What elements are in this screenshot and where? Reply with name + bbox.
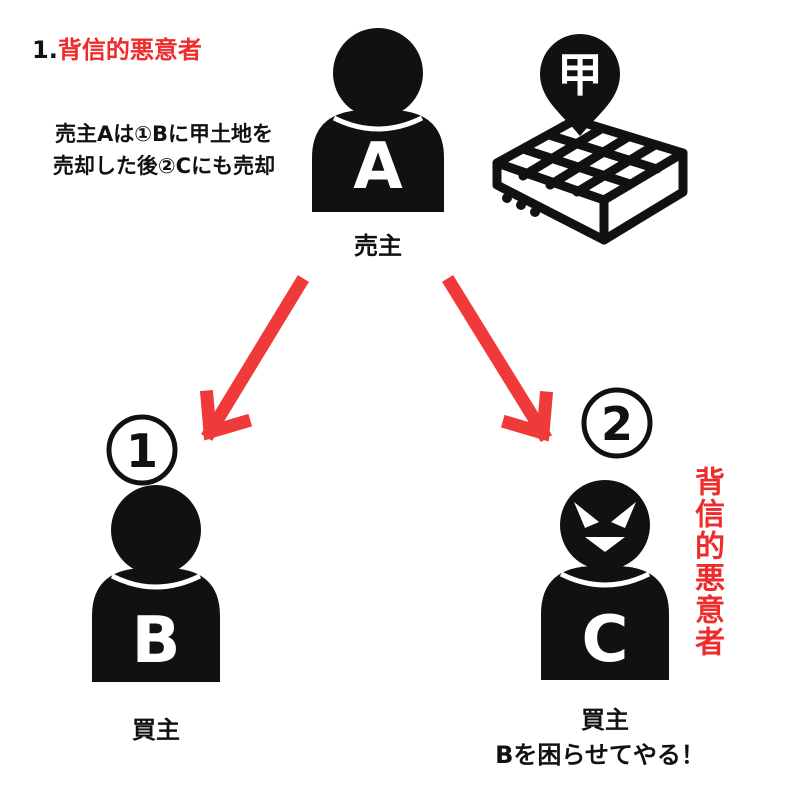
- title-text: 背信的悪意者: [57, 36, 202, 64]
- malicious-tag: 背信的悪意者: [689, 466, 724, 658]
- buyer-b-role-label: 買主: [132, 716, 180, 744]
- buyer-c-quote: Bを困らせてやる！: [495, 741, 705, 769]
- person-icon-buyer-c: C: [541, 480, 669, 680]
- description-line-2: 売却した後②Cにも売却: [52, 154, 276, 178]
- land-dots: [502, 193, 540, 217]
- buyer-b-letter: B: [132, 604, 181, 678]
- map-pin-icon: 甲: [540, 34, 620, 136]
- svg-text:2: 2: [601, 397, 633, 451]
- description-line-1: 売主Aは①Bに甲土地を: [54, 122, 274, 146]
- arrow-icon-to-b: [199, 275, 309, 441]
- page-title: 1.背信的悪意者: [32, 30, 202, 65]
- seller-letter: A: [353, 130, 403, 204]
- title-number: 1.: [32, 36, 58, 64]
- buyer-c-letter: C: [582, 603, 629, 677]
- order-marker-b: 1: [106, 414, 178, 486]
- svg-text:1: 1: [126, 424, 158, 478]
- land-plot-icon: [492, 115, 688, 245]
- land-marker-char: 甲: [557, 48, 603, 102]
- arrow-icon-to-c: [442, 275, 554, 442]
- order-marker-c: 2: [581, 387, 653, 459]
- buyer-c-role-label: 買主: [581, 706, 629, 734]
- person-icon-buyer-b: B: [92, 485, 220, 682]
- evil-face-icon: [574, 502, 636, 552]
- person-icon-seller: A: [312, 28, 444, 212]
- seller-role-label: 売主: [354, 232, 402, 260]
